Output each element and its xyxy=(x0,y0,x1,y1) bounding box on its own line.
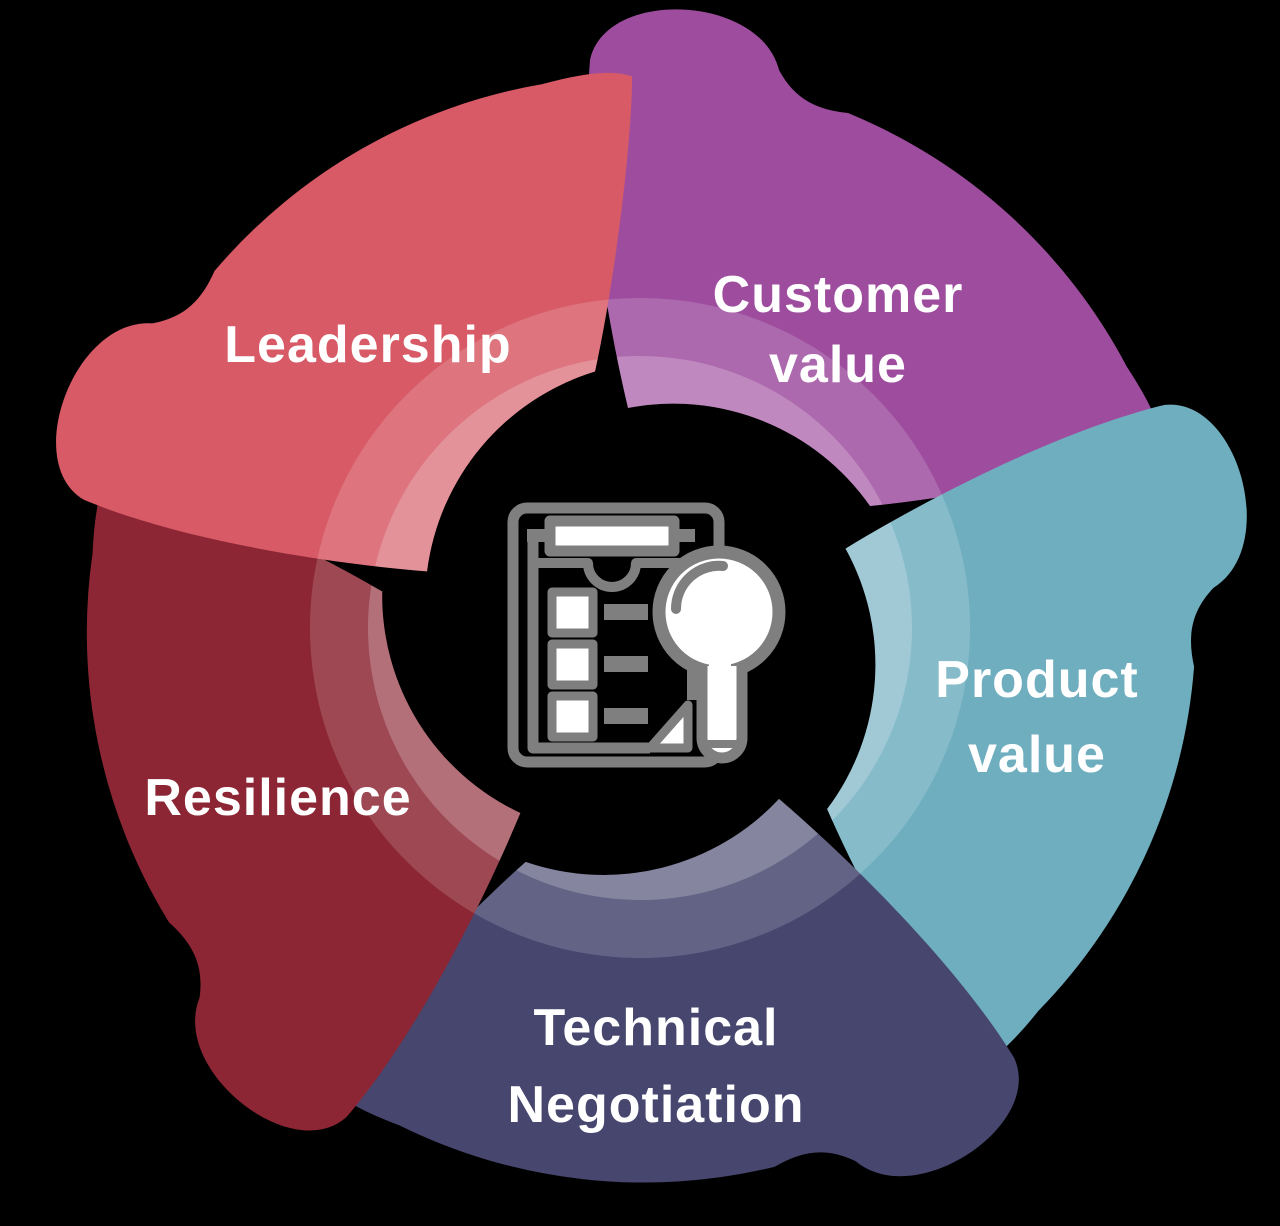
clip-bar xyxy=(544,515,680,557)
list-dash-1 xyxy=(604,604,648,620)
outer-tint-band-leadership xyxy=(310,298,686,640)
paper-top-notch xyxy=(538,558,697,700)
segment-shape-technical-negotiation xyxy=(322,798,1019,1183)
clipboard-checklist-magnifier-icon xyxy=(507,502,786,768)
segment-label-resilience-line1: Resilience xyxy=(144,769,411,827)
lens-highlight-arc xyxy=(670,560,728,614)
handle-neck-notch xyxy=(709,664,731,688)
outer-tint-band-customer-value xyxy=(588,298,970,506)
segment-customer-value xyxy=(588,9,1163,506)
segment-label-customer-value-line2: value xyxy=(769,336,907,394)
segment-shape-resilience xyxy=(86,465,521,1131)
clip-bar-left-tab xyxy=(527,529,545,542)
segment-label-customer-value-line1: Customer xyxy=(713,266,964,324)
segment-product-value xyxy=(740,387,1247,1070)
segment-labels: CustomervalueProductvalueTechnicalNegoti… xyxy=(144,266,1138,1134)
magnifier-handle xyxy=(696,666,748,764)
clip-bar-right-tab xyxy=(679,529,695,542)
segment-shape-customer-value xyxy=(588,9,1163,506)
inner-tint-band-customer-value xyxy=(588,356,912,506)
list-dash-3 xyxy=(604,708,648,724)
list-dash-2 xyxy=(604,656,648,672)
segment-shape-product-value xyxy=(827,404,1247,1070)
folded-corner xyxy=(645,700,693,753)
segment-label-leadership-line1: Leadership xyxy=(224,316,511,374)
checkbox-3 xyxy=(547,691,598,742)
outer-tint-band-product-value xyxy=(740,387,970,958)
segment-label-technical-negotiation-line1: Technical xyxy=(533,999,778,1057)
inner-tint-band-product-value xyxy=(740,387,912,900)
paper-edge xyxy=(527,535,650,754)
segment-label-product-value-line1: Product xyxy=(935,651,1138,709)
segment-shape-leadership xyxy=(56,72,633,572)
inner-tint-band-leadership xyxy=(368,356,686,640)
segment-leadership xyxy=(56,72,686,640)
checkbox-1 xyxy=(547,587,598,638)
segment-label-product-value-line2: value xyxy=(968,726,1106,784)
segment-label-technical-negotiation-line2: Negotiation xyxy=(508,1076,805,1134)
checkbox-2 xyxy=(547,639,598,690)
